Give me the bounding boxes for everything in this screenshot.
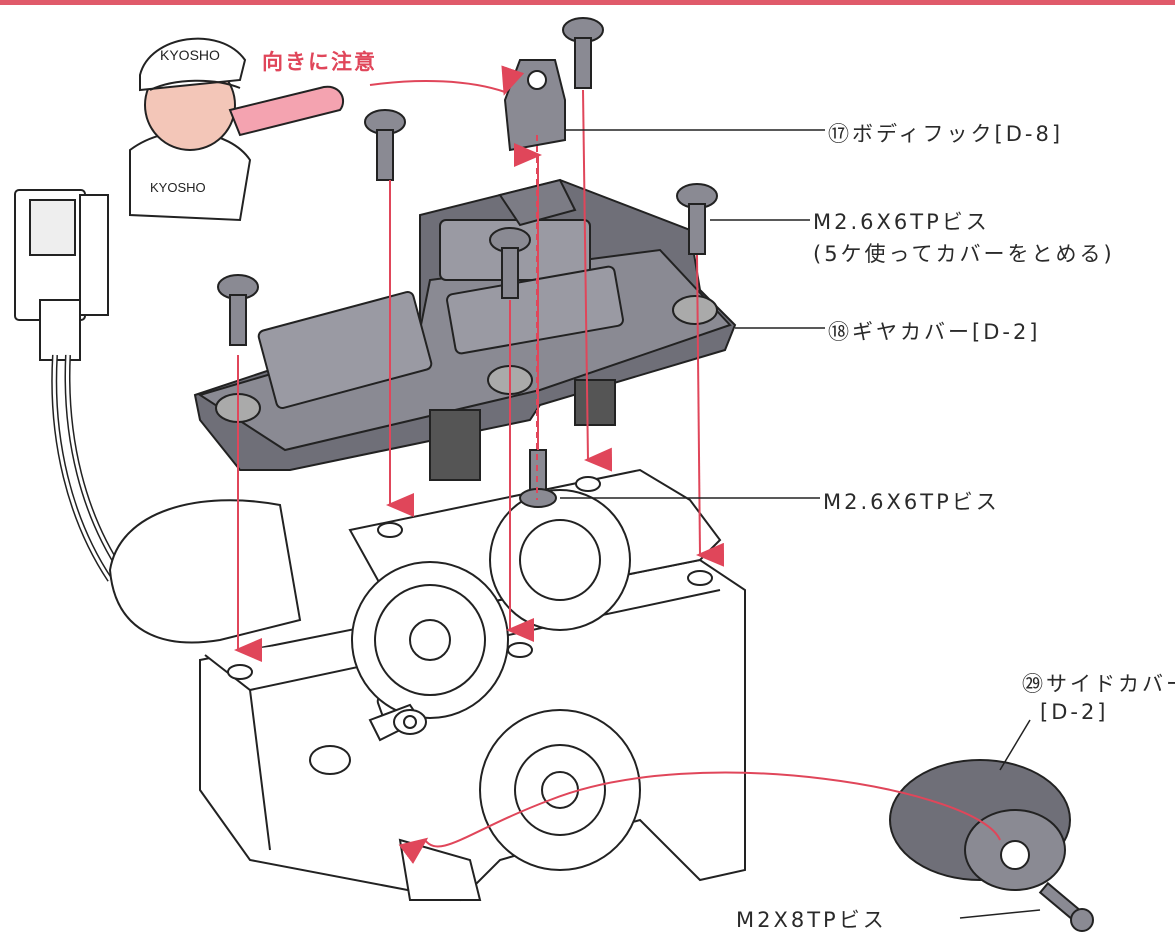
orientation-note: 向きに注意 [262, 50, 377, 74]
screw-note: (5ケ使ってカバーをとめる) [813, 242, 1115, 266]
body-hook-label: ⑰ボディフック[D-8] [828, 122, 1064, 146]
shirt-logo: KYOSHO [150, 180, 206, 195]
screw-label: M2.6X6TPビス [813, 210, 990, 234]
side-cover-label: ㉙サイドカバー [1022, 672, 1175, 696]
gear-cover [193, 178, 737, 481]
body-hook-part [503, 59, 566, 152]
side-cover-part: [D-2] [1040, 700, 1109, 724]
motor-connector [14, 189, 125, 582]
top-border [0, 0, 1175, 5]
assembly-arrows [234, 65, 1001, 865]
screw-label-2: M2.6X6TPビス [823, 490, 1000, 514]
screw [217, 17, 1094, 932]
gear-cover-label: ⑱ギヤカバー[D-2] [828, 320, 1041, 344]
side-screw-label: M2X8TPビス [736, 908, 887, 932]
gearbox-housing [108, 468, 746, 902]
cap-logo: KYOSHO [160, 47, 220, 63]
side-cover-part [889, 759, 1071, 891]
kyosho-mascot: KYOSHO KYOSHO [129, 37, 345, 222]
leader-lines [560, 129, 1041, 919]
